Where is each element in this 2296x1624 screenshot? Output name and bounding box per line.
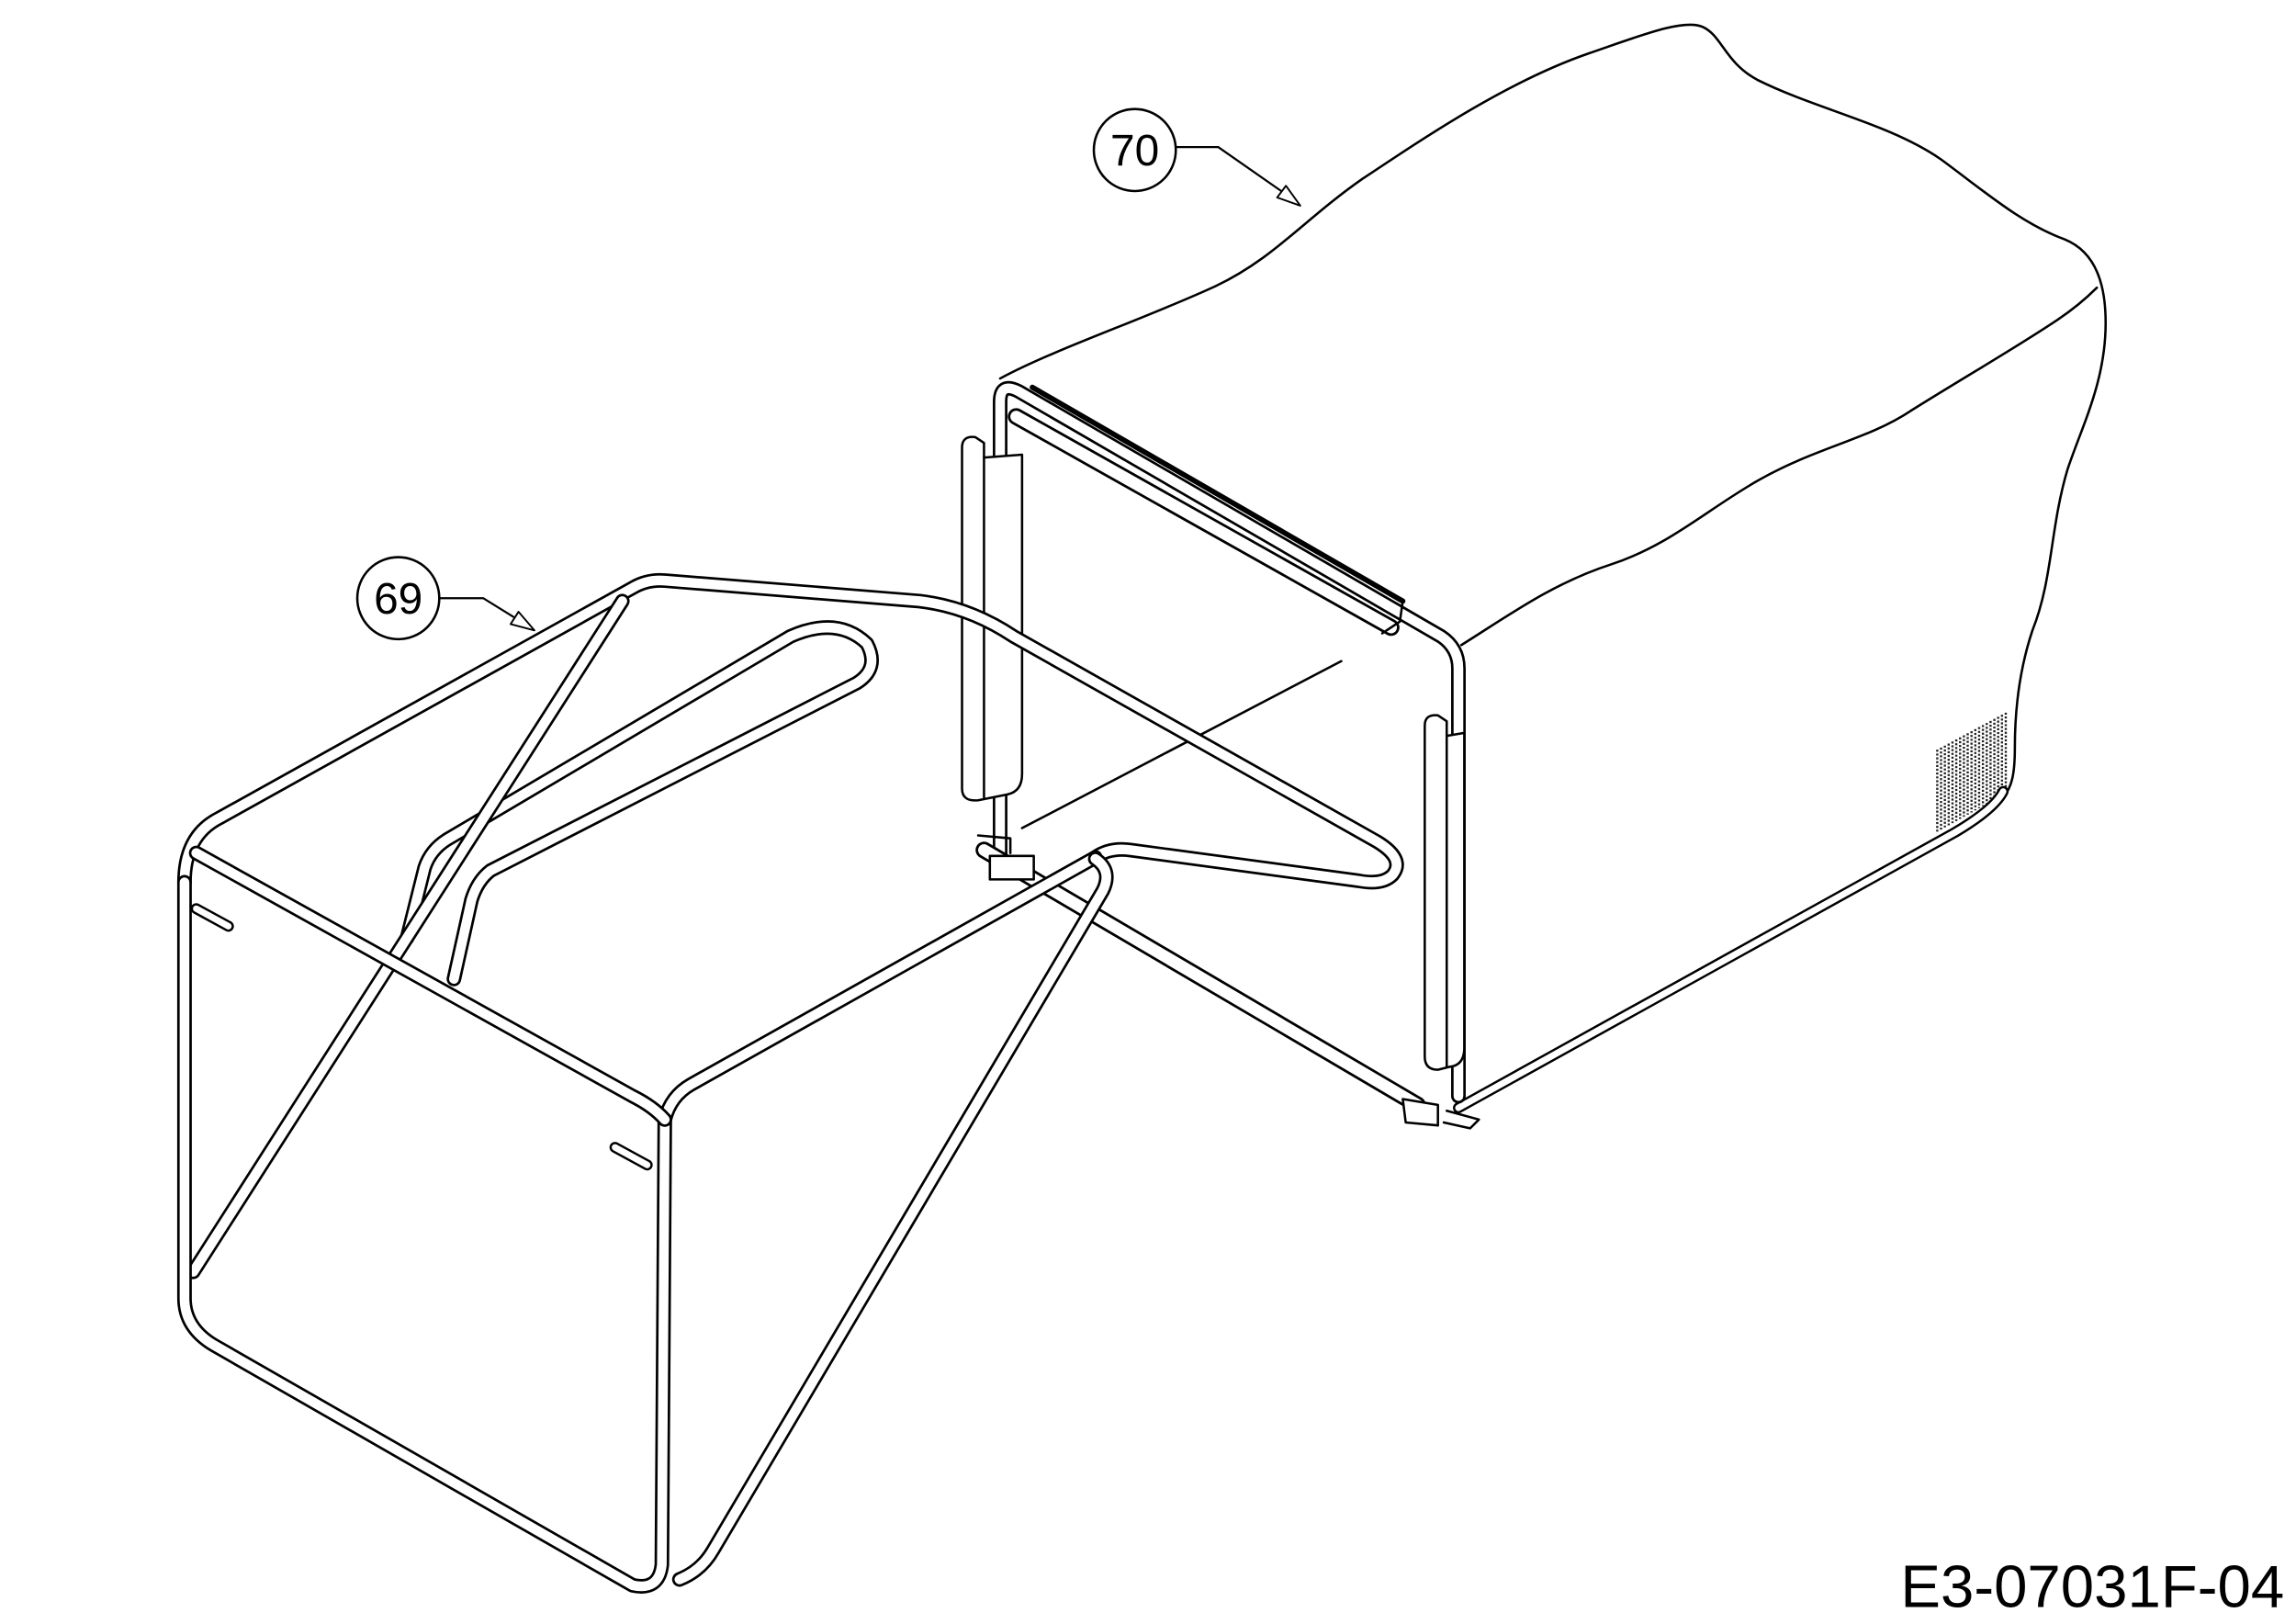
frame-side-top-edge-core [659,852,1100,1125]
grass-bag [961,23,2108,1130]
right-bag-clip [1424,714,1466,1071]
bag-fold-line [1459,286,2099,647]
bag-frame-core [995,383,1464,1101]
bag-top-rail-core [1010,411,1398,634]
frame-left-peg-core [193,905,232,930]
frame-right-peg-core [612,1144,651,1168]
callout-70-arrowhead [1276,185,1301,207]
right-clip-body [1424,714,1466,1071]
bag-bottom-rail-core [1455,788,2007,1111]
bag-bottom-channel-core [978,844,1424,1111]
callout-70-leader [1176,146,1282,192]
bag-frame-assembly [176,572,1404,1594]
bag-inner-edge [1020,660,1343,829]
frame-front-face-core [179,877,670,1592]
frame-top-hoop-core [179,575,1401,887]
callout-69[interactable]: 69 [355,556,535,641]
bag-bottom-bracket [976,834,1012,854]
bag-outline [998,23,2108,799]
frame-front-top-edge-core [191,848,670,1125]
callout-69-label: 69 [374,575,422,624]
callout-69-arrowhead [510,611,535,632]
callout-69-leader [439,597,515,618]
callout-70-label: 70 [1110,127,1159,175]
callout-70-circle [1092,107,1177,193]
bag-bottom-foot [1442,1109,1480,1130]
callout-69-circle [355,556,441,641]
frame-long-brace-core [674,853,1111,1585]
frame-left-brace-core [188,596,627,1277]
bag-top-rail-lip [1030,384,1406,604]
drawing-number: E3-07031F-04 [1900,1553,2284,1620]
callout-70[interactable]: 70 [1092,107,1301,207]
bag-vent-mesh [1936,712,2008,832]
bag-frame-block [988,854,1035,881]
bag-top-rail-end [1380,600,1404,635]
frame-inner-loop-core [401,622,877,985]
bag-bottom-channel-end [1401,1098,1439,1127]
